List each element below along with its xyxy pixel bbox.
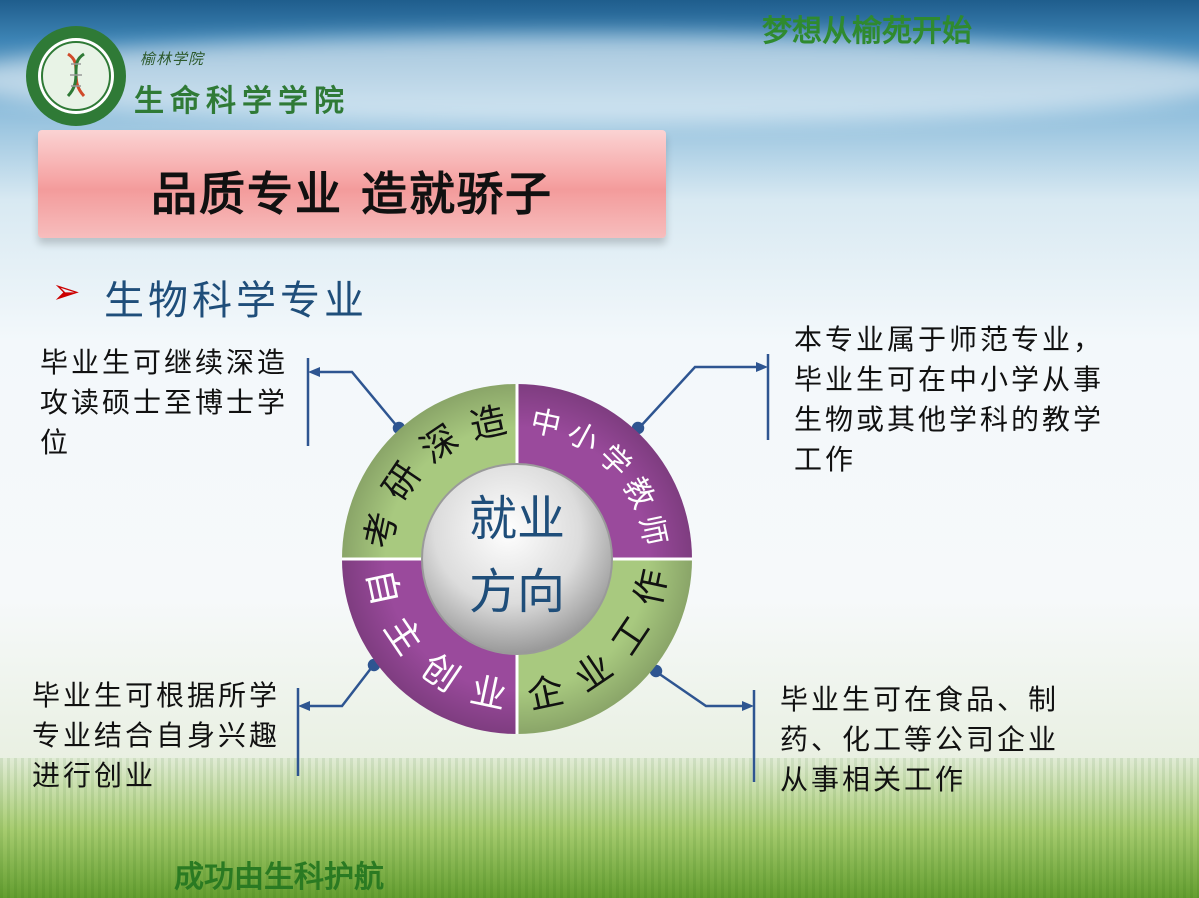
note-entrepreneurship: 毕业生可根据所学专业结合自身兴趣进行创业 bbox=[32, 679, 281, 792]
top-slogan: 梦想从榆苑开始 bbox=[762, 14, 972, 49]
connector-top-right bbox=[631, 354, 770, 440]
segment-postgraduate-label-char: 考 bbox=[358, 508, 406, 552]
segment-teacher-label-char: 中 bbox=[527, 404, 564, 444]
center-label-line1: 就业 bbox=[469, 491, 565, 547]
title-banner: 品质专业 造就骄子 bbox=[38, 130, 666, 238]
bullet-arrow-icon: ➢ bbox=[52, 272, 81, 312]
segment-teacher-label-char: 师 bbox=[632, 512, 672, 549]
connector-bottom-left bbox=[296, 658, 381, 776]
college-name: 生命科学学院 bbox=[134, 84, 350, 119]
segment-entrepreneurship-label-char: 业 bbox=[466, 670, 510, 718]
segment-entrepreneurship-label-char: 自 bbox=[358, 566, 406, 610]
center-label-line2: 方向 bbox=[469, 564, 565, 620]
college-logo bbox=[26, 26, 126, 126]
connector-top-left bbox=[306, 358, 406, 446]
connector-bottom-right bbox=[649, 664, 756, 782]
banner-title: 品质专业 造就骄子 bbox=[150, 167, 553, 221]
segment-enterprise-label-char: 企 bbox=[524, 670, 568, 718]
section-title: 生物科学专业 bbox=[104, 278, 368, 324]
bottom-slogan: 成功由生科护航 bbox=[174, 860, 384, 895]
school-name-script: 榆林学院 bbox=[140, 50, 205, 68]
wheel-center-disc bbox=[421, 463, 613, 655]
note-teacher: 本专业属于师范专业，毕业生可在中小学从事生物或其他学科的教学工作 bbox=[794, 323, 1105, 476]
note-enterprise: 毕业生可在食品、制药、化工等公司企业从事相关工作 bbox=[780, 683, 1060, 796]
segment-enterprise-label-char: 作 bbox=[628, 566, 676, 610]
background-grass bbox=[0, 758, 1199, 898]
background-swoosh bbox=[0, 34, 1199, 124]
note-postgraduate: 毕业生可继续深造攻读硕士至博士学位 bbox=[40, 346, 289, 459]
segment-postgraduate-label-char: 造 bbox=[466, 400, 510, 448]
